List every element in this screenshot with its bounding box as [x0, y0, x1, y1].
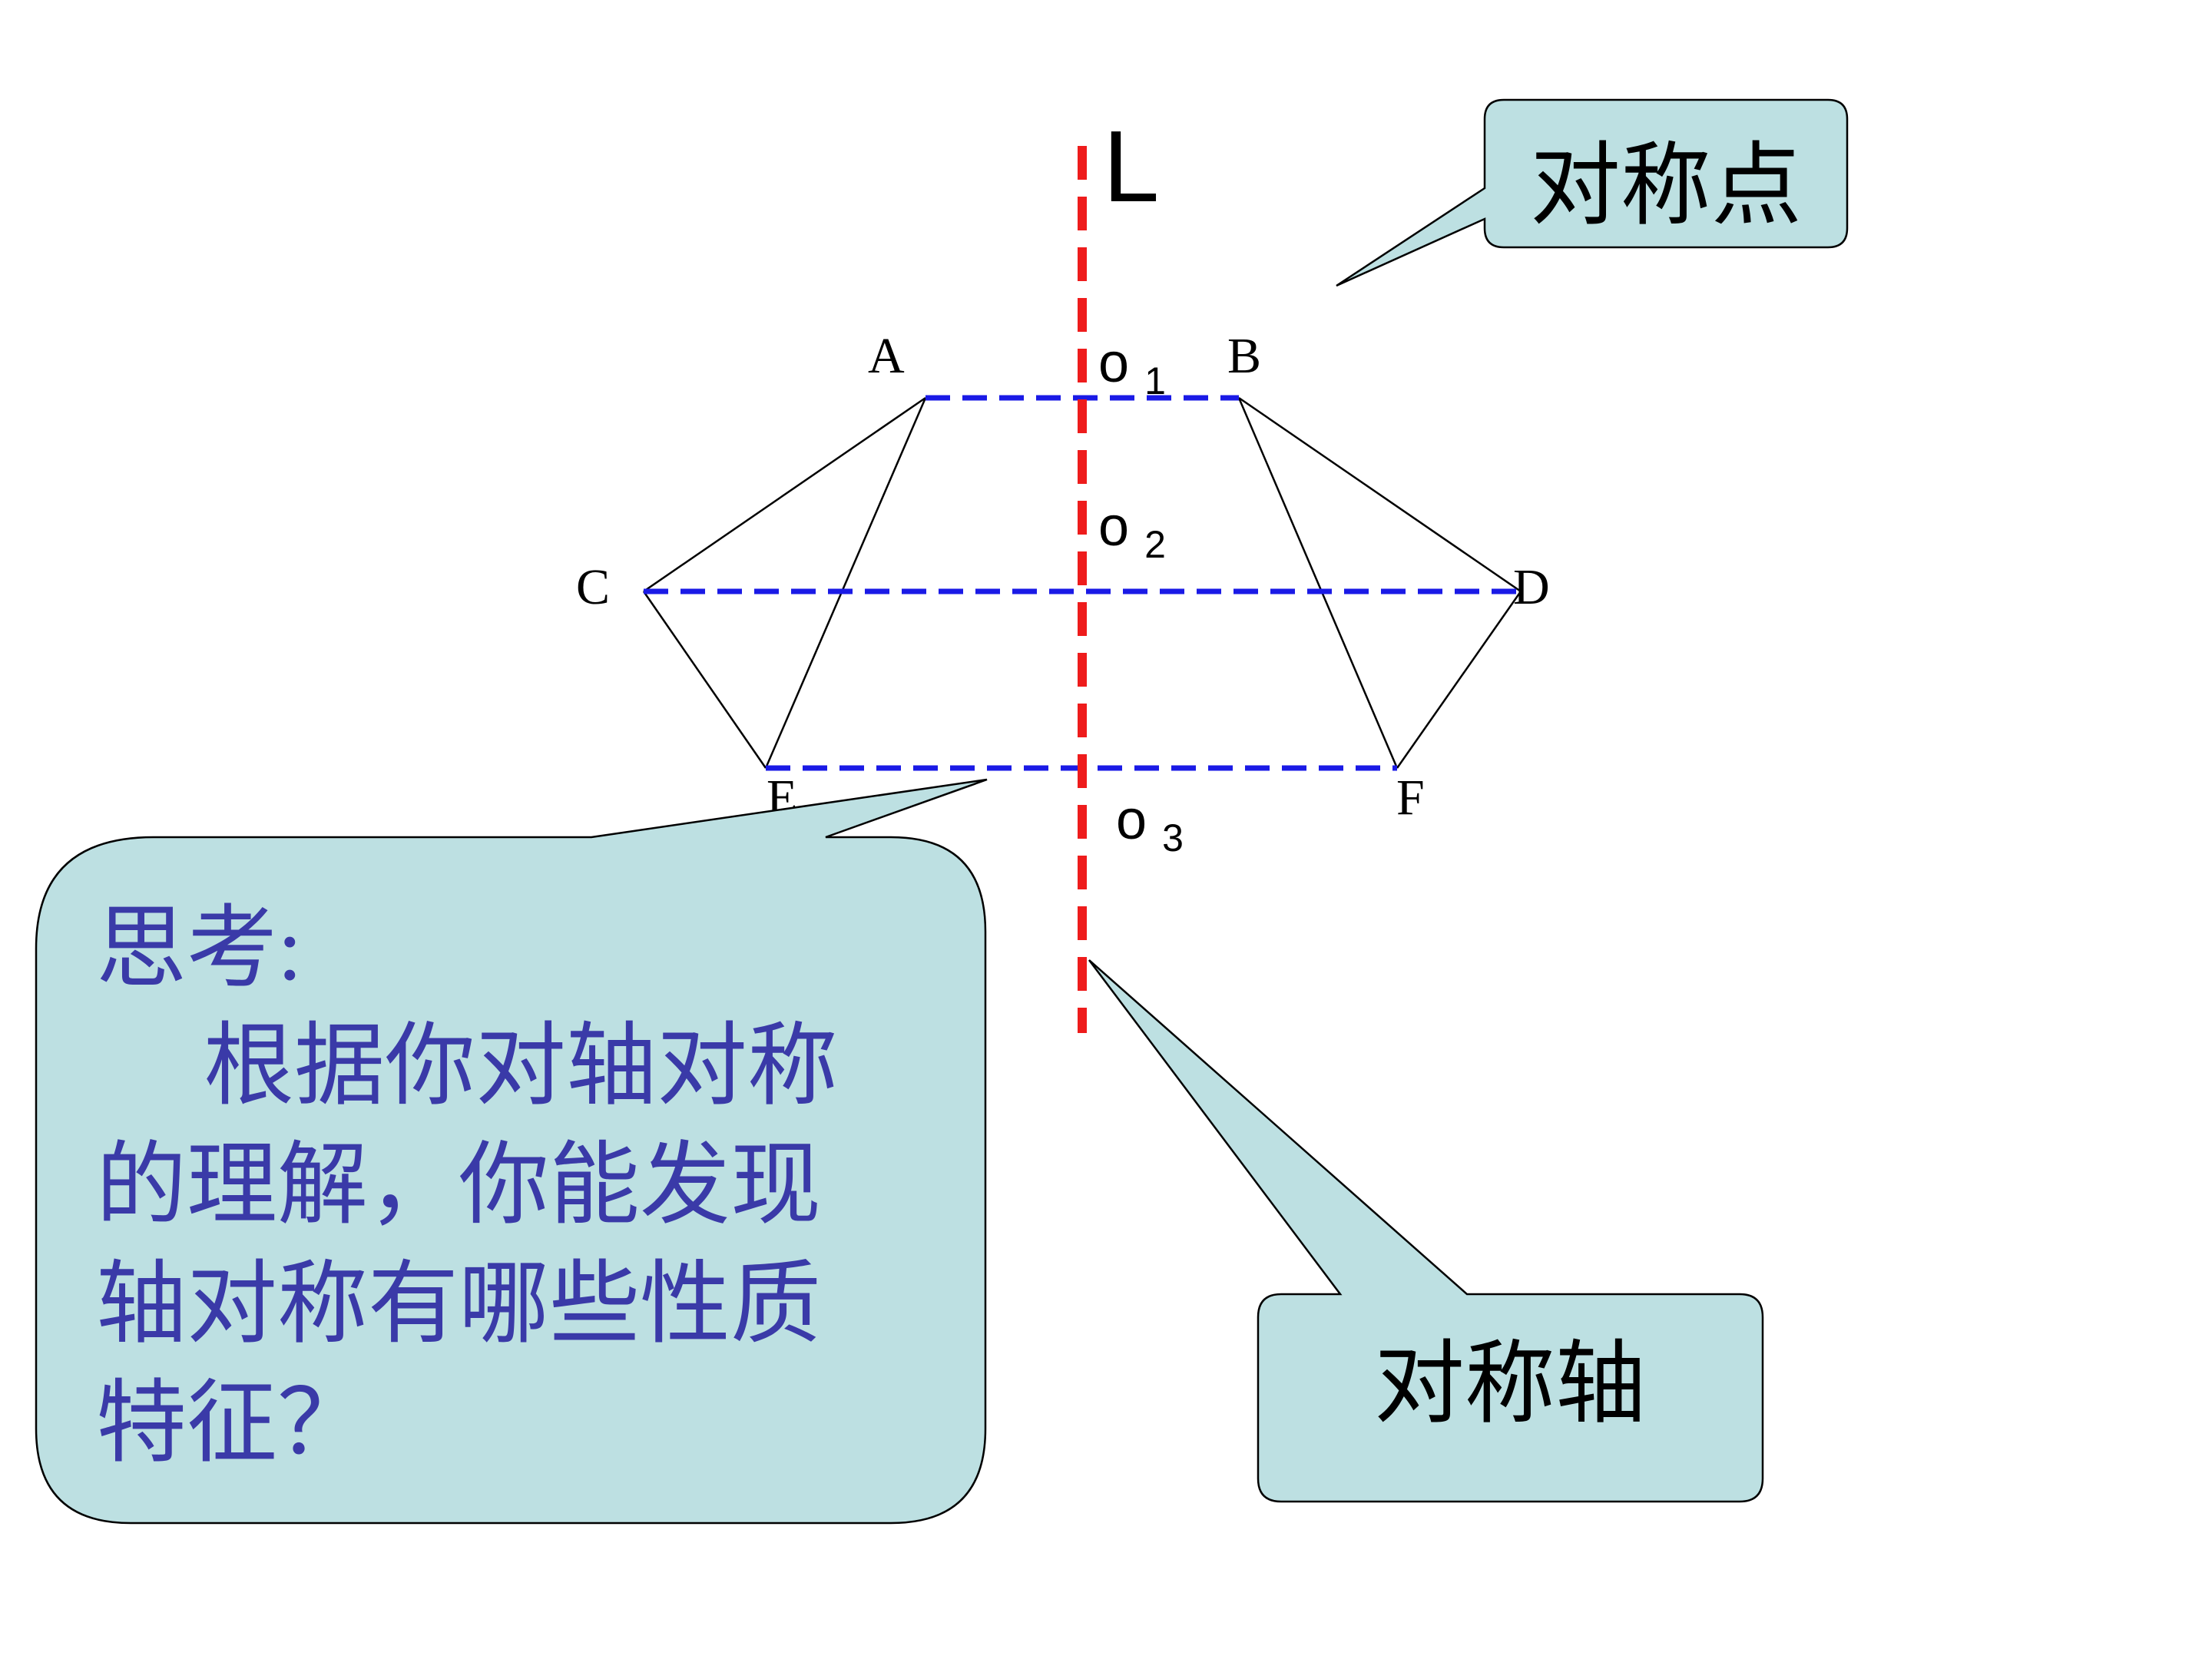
midpoint-label-o1: o 1 [1098, 333, 1166, 402]
vertex-label-c: C [576, 559, 610, 615]
callout-symmetric-point-bubble [1336, 98, 1849, 287]
vertex-label-f: F [1396, 770, 1425, 826]
axis-label: L [1103, 110, 1159, 223]
midpoint-label-o3: o 3 [1116, 790, 1184, 859]
callout-symmetric-point-text: 对称点 [1530, 136, 1802, 237]
midpoint-o2-sub: 2 [1144, 523, 1166, 566]
question-line-1: 思考: [96, 899, 303, 999]
question-text: 思考: 根据你对轴对称 的理解，你能发现 轴对称有哪些性质 特征？ [96, 899, 838, 1474]
vertex-label-d: D [1513, 559, 1550, 615]
vertex-labels: A B C D E F [576, 328, 1550, 826]
midpoint-o3-base: o [1116, 790, 1147, 851]
question-line-4: 轴对称有哪些性质 [96, 1254, 821, 1355]
midpoint-labels: o 1 o 2 o 3 [1098, 333, 1184, 859]
edge-b-d [1238, 396, 1522, 593]
callout-symmetry-axis-bubble [1088, 959, 1764, 1503]
midpoint-o2-base: o [1098, 496, 1129, 558]
midpoint-label-o2: o 2 [1098, 496, 1166, 566]
midpoint-o1-base: o [1098, 333, 1129, 394]
callout-symmetric-point: 对称点 [1336, 98, 1849, 287]
callout-symmetry-axis: 对称轴 [1088, 959, 1764, 1503]
edge-d-f [1396, 591, 1522, 769]
callout-symmetry-axis-text: 对称轴 [1374, 1334, 1646, 1435]
midpoint-o1-sub: 1 [1144, 359, 1166, 402]
edge-a-e [764, 397, 927, 769]
callout-question: 思考: 根据你对轴对称 的理解，你能发现 轴对称有哪些性质 特征？ [35, 778, 988, 1525]
edge-c-e [642, 591, 767, 769]
vertex-label-b: B [1227, 328, 1261, 384]
vertex-label-a: A [868, 328, 905, 384]
midpoint-o3-sub: 3 [1162, 816, 1184, 859]
question-line-2: 根据你对轴对称 [204, 1016, 838, 1117]
callout-question-bubble [35, 778, 988, 1525]
edge-a-c [643, 396, 926, 593]
question-line-5: 特征？ [96, 1373, 368, 1474]
edge-b-f [1237, 397, 1399, 769]
question-line-3: 的理解，你能发现 [96, 1135, 821, 1236]
polygon-edges [642, 396, 1522, 769]
